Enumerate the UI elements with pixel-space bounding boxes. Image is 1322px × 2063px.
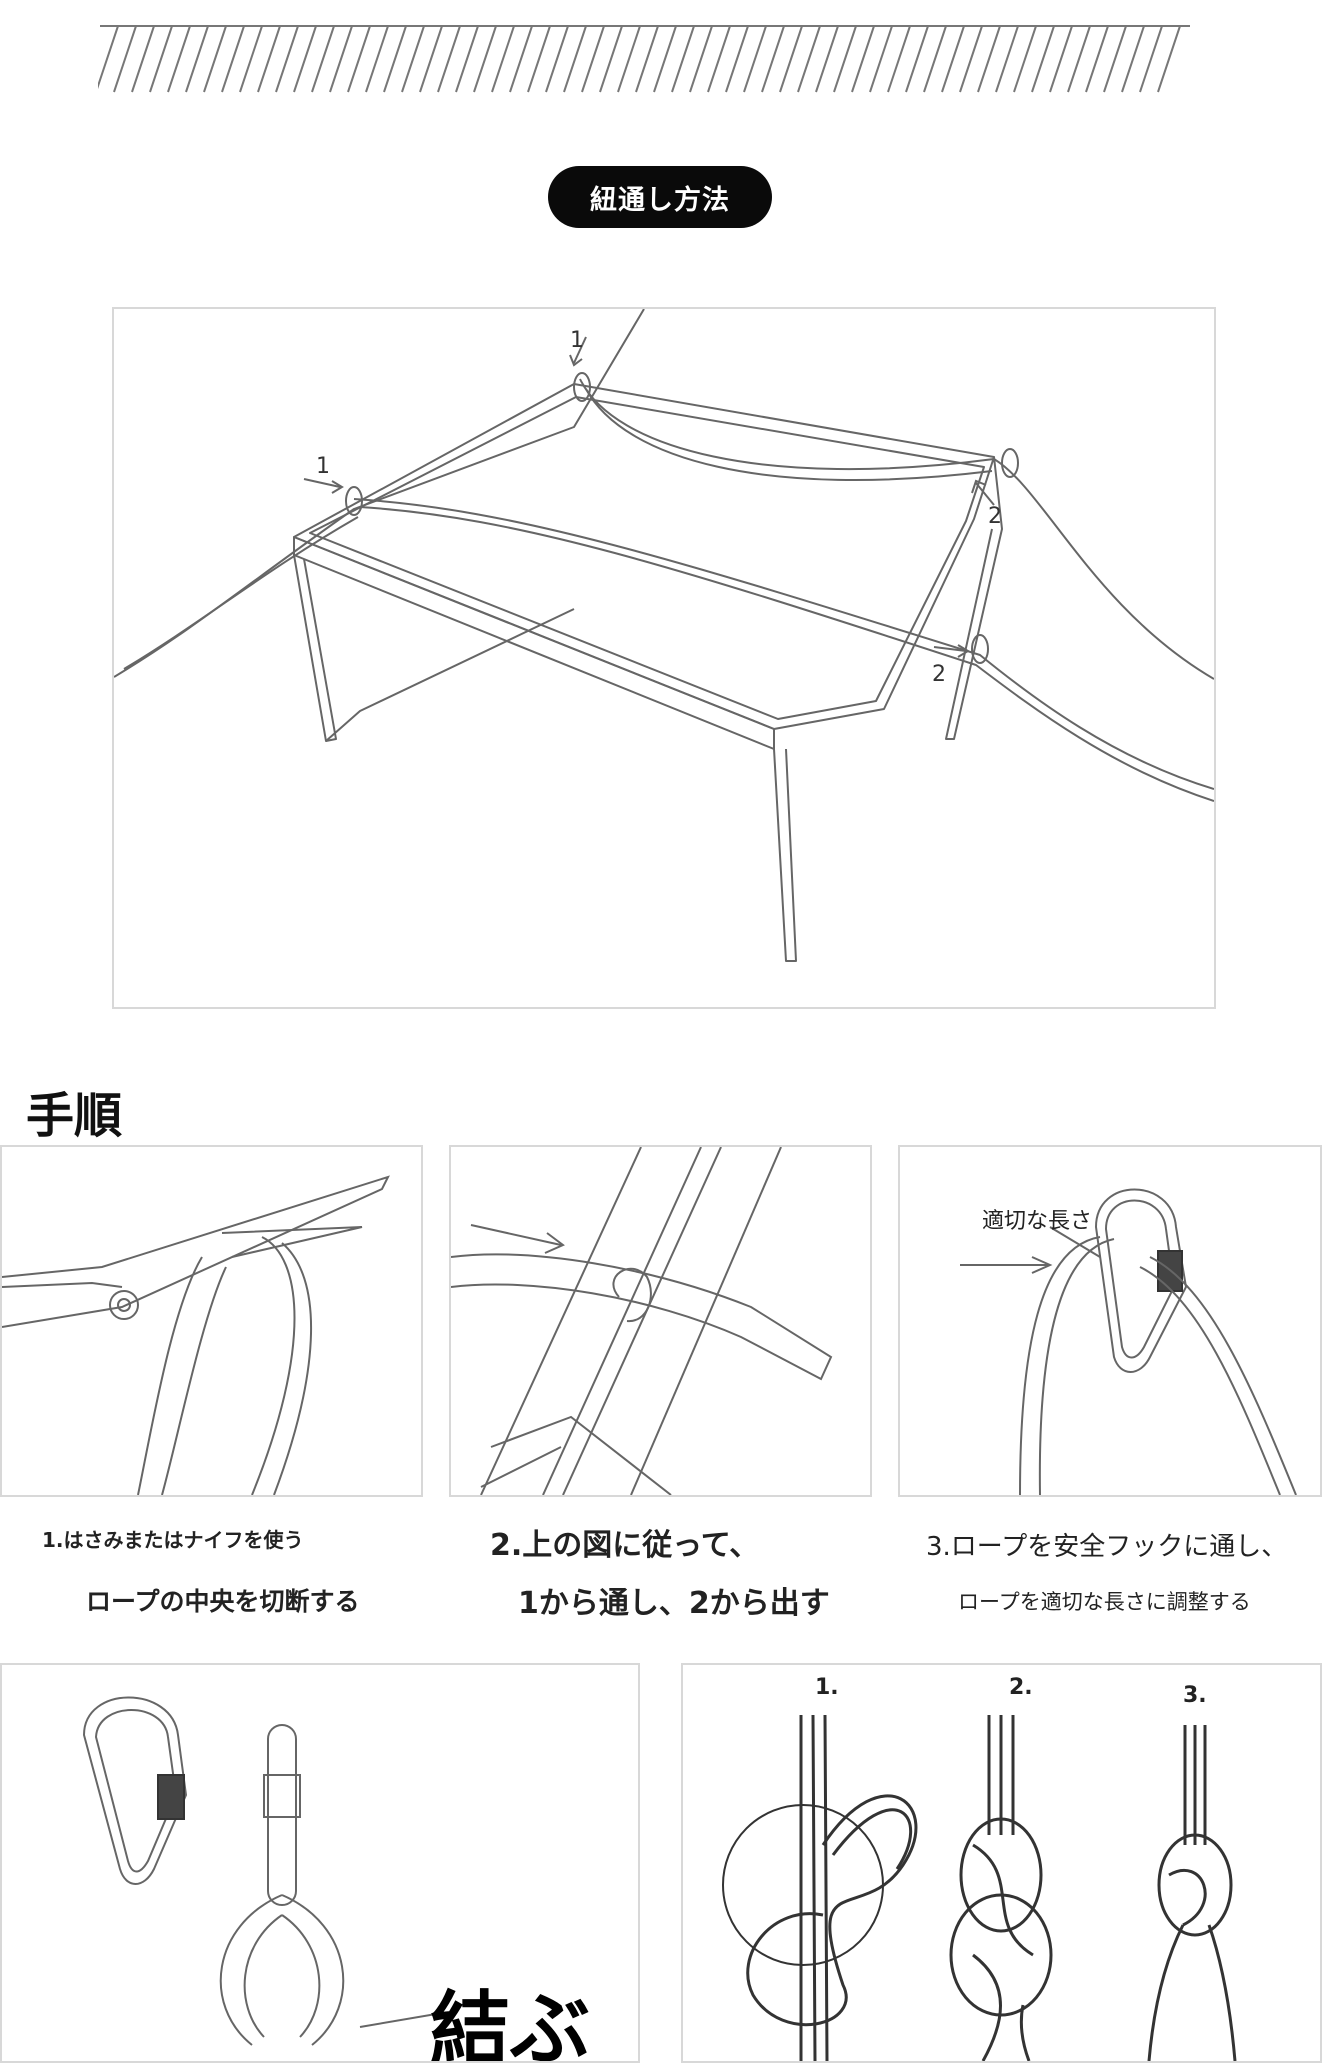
hatch-mark [329,25,353,93]
step2-panel [449,1145,872,1497]
hatch-mark [473,25,497,93]
main-diagram-panel: 1 1 2 2 [112,307,1216,1009]
figure-eight-knot-illustration [722,1714,1237,2061]
steps-heading: 手順 [26,1088,123,1144]
hatch-mark [275,25,299,93]
hatch-mark [815,25,839,93]
scissors-illustration [2,1175,390,1495]
tie-label: 結ぶ [430,1983,590,2063]
step3-caption-line1: 3.ロープを安全フックに通し、 [926,1532,1288,1562]
hatch-mark [653,25,677,93]
ground-hatch-decoration [98,25,1190,93]
title-badge: 紐通し方法 [548,166,772,228]
hatch-mark [725,25,749,93]
hatch-mark [941,25,965,93]
hatch-mark [401,25,425,93]
hatch-mark [779,25,803,93]
tie-panel: 結ぶ [0,1663,640,2063]
hatch-mark [563,25,587,93]
hatch-mark [1157,25,1181,93]
step2-caption-line1: 2.上の図に従って、 [490,1528,760,1563]
hatch-mark [293,25,317,93]
step2-caption-line2: 1から通し、2から出す [518,1586,830,1621]
hatch-mark [599,25,623,93]
hatch-mark [923,25,947,93]
diagram-label-2b: 2 [932,662,946,687]
diagram-label-2a: 2 [988,504,1002,529]
carabiner-rope-illustration [960,1188,1297,1495]
hatch-mark [1031,25,1055,93]
step1-panel [0,1145,423,1497]
knot-panel: 1. 2. 3. [681,1663,1322,2063]
knot-step-2: 2. [1009,1675,1033,1700]
step3-caption-line2: ロープを適切な長さに調整する [958,1590,1251,1614]
hatch-mark [365,25,389,93]
hatch-mark [1049,25,1073,93]
hatch-mark [797,25,821,93]
hatch-mark [131,25,155,93]
diagram-label-1b: 1 [570,328,584,353]
step3-panel: 適切な長さ [898,1145,1322,1497]
hatch-mark [185,25,209,93]
hatch-mark [671,25,695,93]
hatch-mark [617,25,641,93]
hatch-mark [977,25,1001,93]
hatch-mark [833,25,857,93]
hatch-mark [689,25,713,93]
hatch-mark [221,25,245,93]
rope-through-rail-illustration [451,1147,833,1495]
hatch-mark [113,25,137,93]
hatch-mark [959,25,983,93]
hatch-mark [1067,25,1091,93]
carabiner-swivel-illustration [82,1696,443,2046]
hatch-mark [1013,25,1037,93]
hatch-mark [869,25,893,93]
hatch-mark [437,25,461,93]
hatch-mark [851,25,875,93]
hatch-mark [509,25,533,93]
hatch-mark [887,25,911,93]
hatch-mark [707,25,731,93]
hatch-mark [167,25,191,93]
hatch-mark [455,25,479,93]
hatch-mark [419,25,443,93]
hatch-mark [761,25,785,93]
diagram-label-1a: 1 [316,454,330,479]
hatch-mark [203,25,227,93]
hatch-mark [527,25,551,93]
hatch-mark [257,25,281,93]
hatch-mark [347,25,371,93]
step3-annotation: 適切な長さ [982,1209,1093,1234]
hatch-mark [98,25,119,90]
hatch-mark [635,25,659,93]
table-rope-diagram: 1 1 2 2 [114,309,1214,962]
hatch-mark [149,25,173,93]
hatch-mark [491,25,515,93]
hatch-mark [239,25,263,93]
hatch-mark [995,25,1019,93]
knot-step-3: 3. [1183,1683,1207,1708]
hatch-mark [743,25,767,93]
knot-step-1: 1. [815,1675,839,1700]
hatch-mark [1103,25,1127,93]
hatch-mark [311,25,335,93]
step1-caption-line2: ロープの中央を切断する [86,1587,360,1616]
hatch-mark [581,25,605,93]
hatch-mark [1121,25,1145,93]
step1-caption-line1: 1.はさみまたはナイフを使う [42,1528,304,1552]
hatch-mark [383,25,407,93]
hatch-mark [1139,25,1163,93]
hatch-mark [545,25,569,93]
hatch-mark [1085,25,1109,93]
hatch-mark [905,25,929,93]
